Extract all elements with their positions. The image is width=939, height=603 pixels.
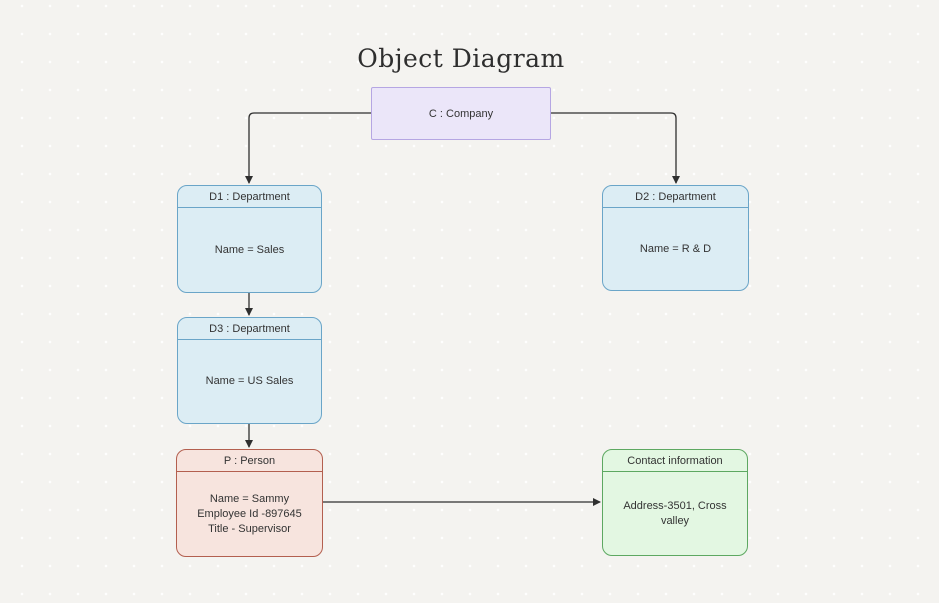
node-person-header: P : Person [177, 450, 322, 472]
node-person-body: Name = Sammy Employee Id -897645 Title -… [177, 472, 322, 556]
connector-company-d1[interactable] [245, 112, 371, 184]
person-attribute-name: Name = Sammy [209, 492, 290, 505]
node-d2-header: D2 : Department [603, 186, 748, 208]
node-contact-body: Address-3501, Cross valley [623, 499, 727, 527]
node-d1-department[interactable]: D1 : Department Name = Sales [177, 185, 322, 293]
person-attribute-employee-id: Employee Id -897645 [197, 507, 302, 520]
node-d1-header: D1 : Department [178, 186, 321, 208]
node-d3-department[interactable]: D3 : Department Name = US Sales [177, 317, 322, 424]
node-contact-header: Contact information [603, 450, 747, 472]
node-d3-body: Name = US Sales [205, 375, 294, 387]
node-d1-body: Name = Sales [214, 243, 285, 256]
node-company[interactable]: C : Company [371, 87, 551, 140]
node-person[interactable]: P : Person Name = Sammy Employee Id -897… [176, 449, 323, 557]
node-d2-department[interactable]: D2 : Department Name = R & D [602, 185, 749, 291]
page-title: Object Diagram [357, 44, 565, 73]
node-d2-body: Name = R & D [639, 242, 712, 255]
node-contact-information[interactable]: Contact information Address-3501, Cross … [602, 449, 748, 556]
node-d3-header: D3 : Department [178, 318, 321, 340]
person-attribute-title: Title - Supervisor [208, 522, 291, 535]
node-company-label: C : Company [428, 107, 494, 120]
connector-company-d2[interactable] [551, 112, 680, 184]
